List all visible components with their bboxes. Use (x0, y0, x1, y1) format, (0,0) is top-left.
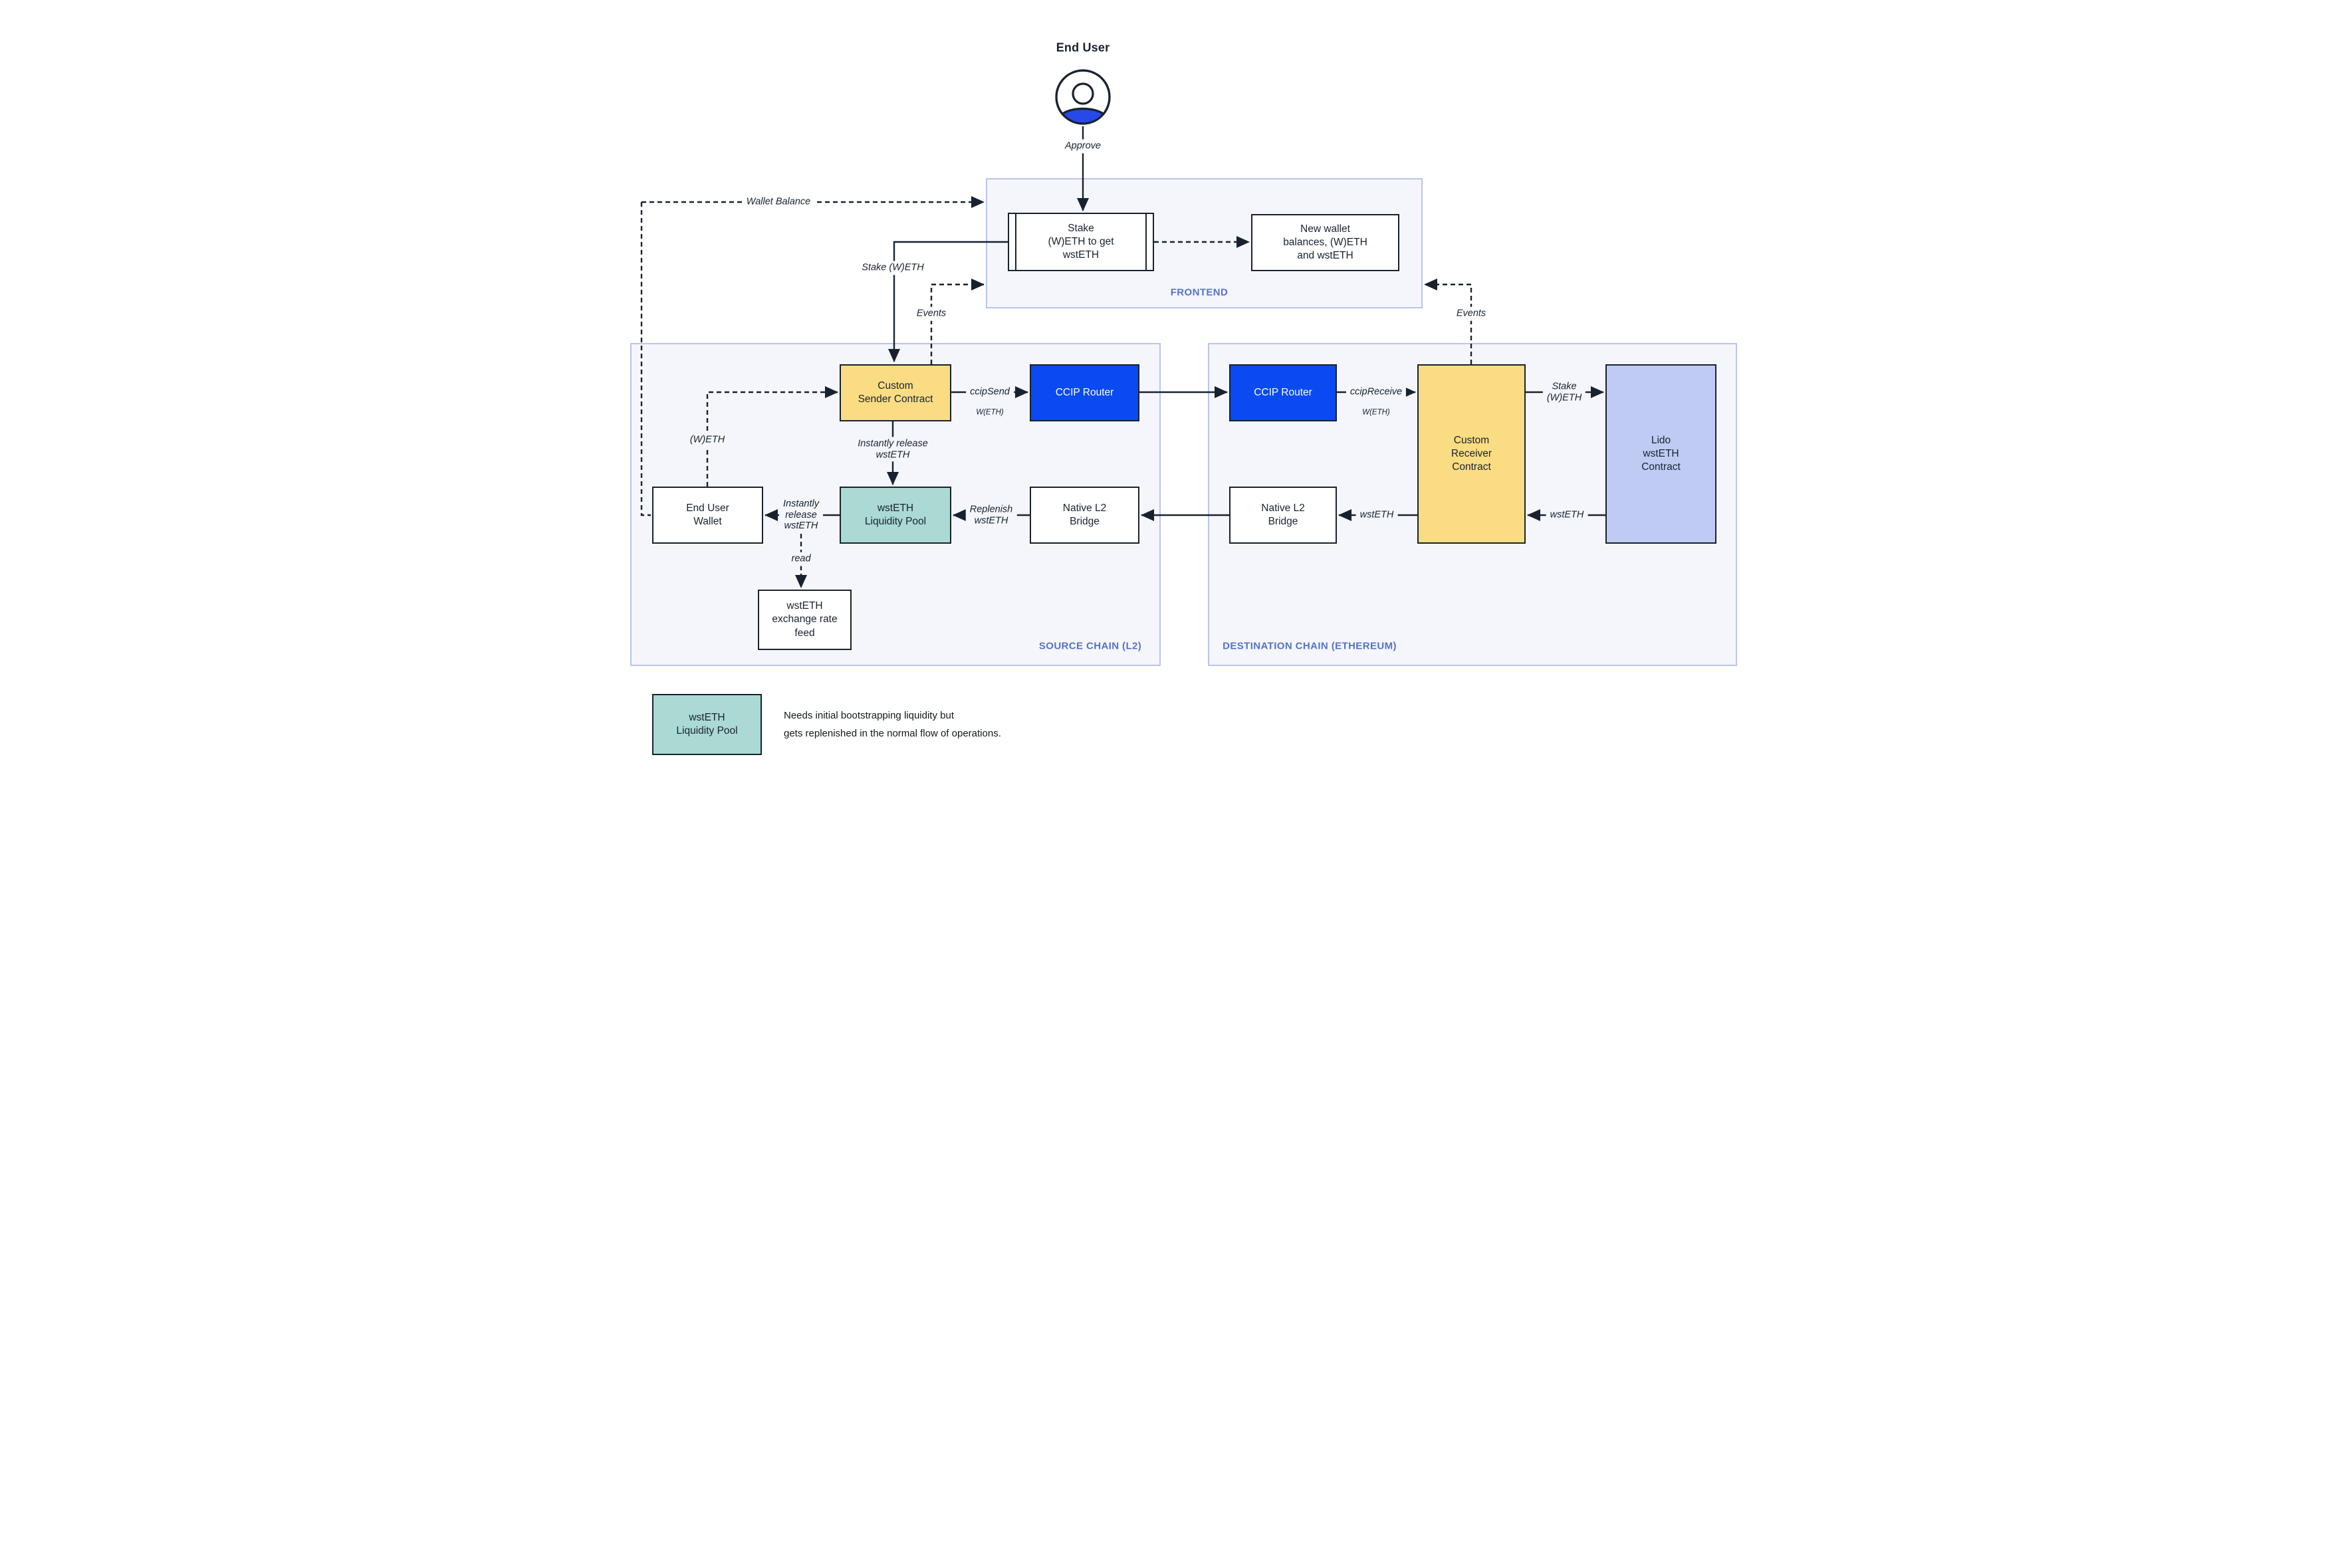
node-lido-wsteth-contract: Lido wstETH Contract (1605, 364, 1716, 544)
edge-label-ccip-receive: ccipReceive (1346, 385, 1407, 399)
edge-label-instantly-release-vertical: Instantly release wstETH (854, 437, 932, 462)
end-user-title: End User (1056, 41, 1110, 55)
diagram-canvas: End User Stake (W)ETH to get wstETH New … (587, 0, 1761, 784)
edge-label-wallet-balance: Wallet Balance (742, 195, 815, 209)
frontend-region-label: FRONTEND (1170, 286, 1229, 298)
edge-label-wsteth-to-bridge: wstETH (1355, 508, 1398, 522)
edge-label-stake-weth-destination: Stake (W)ETH (1542, 380, 1586, 405)
edge-label-replenish: Replenish wstETH (965, 503, 1017, 528)
node-wsteth-liquidity-pool: wstETH Liquidity Pool (840, 487, 951, 544)
node-new-wallet-balances: New wallet balances, (W)ETH and wstETH (1251, 214, 1399, 271)
end-user-icon (1055, 69, 1111, 125)
edge-label-events-right: Events (1452, 306, 1490, 321)
node-end-user-wallet: End User Wallet (652, 487, 763, 544)
source-chain-region-label: SOURCE CHAIN (L2) (1038, 640, 1142, 652)
node-native-l2-bridge-destination: Native L2 Bridge (1229, 487, 1337, 544)
edge-label-read: read (787, 552, 815, 566)
edge-label-weth: (W)ETH (685, 433, 729, 447)
edge-label-ccip-receive-asset: W(ETH) (1362, 408, 1390, 417)
edge-label-instantly-release-horizontal: Instantly release wstETH (779, 497, 823, 534)
edge-label-ccip-send-asset: W(ETH) (976, 408, 1004, 417)
destination-chain-region-label: DESTINATION CHAIN (ETHEREUM) (1223, 640, 1397, 652)
legend-note: Needs initial bootstrapping liquidity bu… (784, 710, 1001, 739)
node-custom-sender-contract: Custom Sender Contract (840, 364, 951, 421)
node-ccip-router-source: CCIP Router (1030, 364, 1139, 421)
node-wsteth-exchange-rate-feed: wstETH exchange rate feed (758, 590, 852, 650)
edge-label-ccip-send: ccipSend (966, 385, 1014, 399)
node-custom-receiver-contract: Custom Receiver Contract (1417, 364, 1526, 544)
node-stake-weth: Stake (W)ETH to get wstETH (1008, 213, 1154, 271)
legend-liquidity-pool-swatch: wstETH Liquidity Pool (652, 694, 762, 755)
node-native-l2-bridge-source: Native L2 Bridge (1030, 487, 1139, 544)
edge-label-events-left: Events (912, 306, 951, 321)
edge-label-approve: Approve (1060, 139, 1106, 154)
edge-label-stake-weth: Stake (W)ETH (858, 261, 928, 275)
edge-label-wsteth-from-lido: wstETH (1546, 508, 1588, 522)
node-ccip-router-destination: CCIP Router (1229, 364, 1337, 421)
